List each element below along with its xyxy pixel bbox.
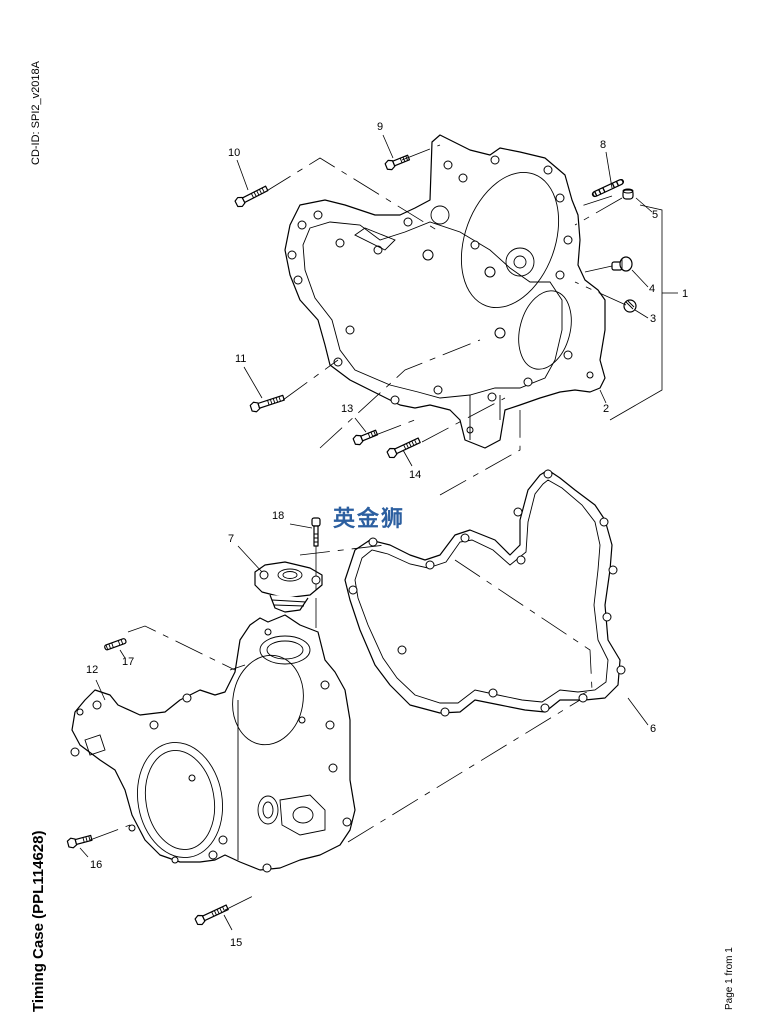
callout-14: 14 [409, 469, 421, 481]
bolt-10[interactable] [233, 183, 270, 209]
callout-5: 5 [652, 209, 658, 221]
callout-11: 11 [235, 353, 246, 365]
stud-17[interactable] [103, 637, 128, 651]
callout-8: 8 [600, 139, 606, 151]
callout-6: 6 [650, 723, 656, 735]
callout-12: 12 [86, 664, 98, 676]
gasket[interactable] [344, 469, 626, 717]
bolt-9[interactable] [383, 152, 412, 172]
stud-8[interactable] [591, 177, 625, 199]
bolt-11[interactable] [249, 392, 286, 414]
callout-13: 13 [341, 403, 353, 415]
callout-1: 1 [682, 288, 688, 300]
cover-cap[interactable] [254, 561, 323, 613]
timing-case-housing[interactable] [284, 134, 606, 449]
callout-3: 3 [650, 313, 656, 325]
plug-4[interactable] [611, 256, 633, 272]
dowel-sleeve-5[interactable] [622, 188, 634, 200]
callout-15: 15 [230, 937, 242, 949]
screw-18[interactable] [311, 517, 321, 547]
bolt-15[interactable] [193, 902, 230, 927]
callout-18: 18 [272, 510, 284, 522]
bolt-14[interactable] [385, 435, 422, 460]
callout-4: 4 [649, 283, 655, 295]
plug-3[interactable] [623, 299, 637, 313]
callout-16: 16 [90, 859, 102, 871]
front-cover[interactable] [70, 614, 356, 873]
callout-9: 9 [377, 121, 383, 133]
callout-7: 7 [228, 533, 234, 545]
bolt-16[interactable] [66, 832, 94, 850]
callout-2: 2 [603, 403, 609, 415]
watermark-text: 英金狮 [333, 506, 405, 532]
callout-17: 17 [122, 656, 134, 668]
callout-10: 10 [228, 147, 240, 159]
callout-labels: 1 2 3 4 5 6 7 8 9 10 11 12 13 14 15 16 1… [86, 121, 688, 949]
leader-lines [79, 134, 678, 931]
